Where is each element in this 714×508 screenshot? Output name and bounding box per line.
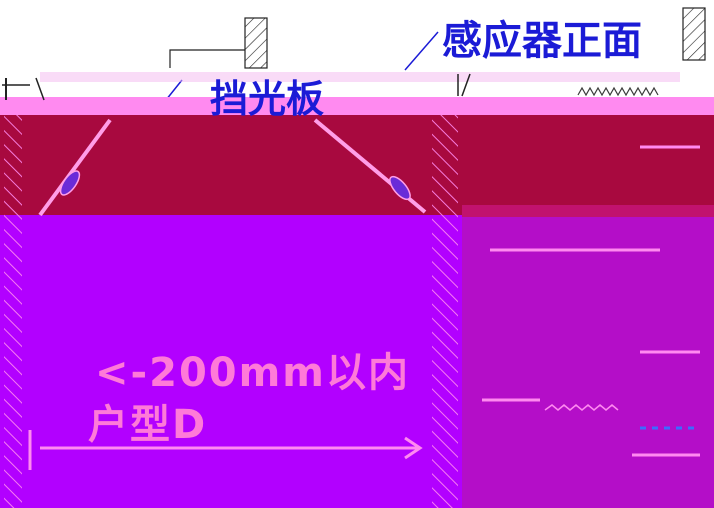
hatched-block-top-right: [682, 7, 706, 61]
crimson-band: [0, 115, 714, 215]
sensor-leader-line: [404, 31, 439, 71]
baffle-label: 挡光板: [210, 77, 325, 121]
right-strip: [462, 205, 714, 217]
left-purple-panel: [0, 215, 462, 508]
left-bracket: [2, 77, 45, 101]
top-pink-band: [40, 72, 680, 82]
dimension-text-2: 户型D: [88, 402, 208, 448]
right-detail-lines: [482, 145, 700, 457]
pink-band: [0, 97, 714, 115]
dimension-arrow: [28, 430, 423, 470]
hatched-wall-mid: [432, 115, 458, 508]
mid-tick-2: [461, 73, 471, 97]
dimension-text: <-200mm以内: [95, 350, 410, 396]
hatched-block-top-left: [169, 17, 268, 69]
sensor-front-label: 感应器正面: [442, 18, 642, 64]
hatched-wall-left: [4, 115, 22, 508]
detection-cone: [38, 118, 427, 217]
zigzag-spring-icon: [577, 86, 659, 97]
right-magenta-panel: [462, 215, 714, 508]
